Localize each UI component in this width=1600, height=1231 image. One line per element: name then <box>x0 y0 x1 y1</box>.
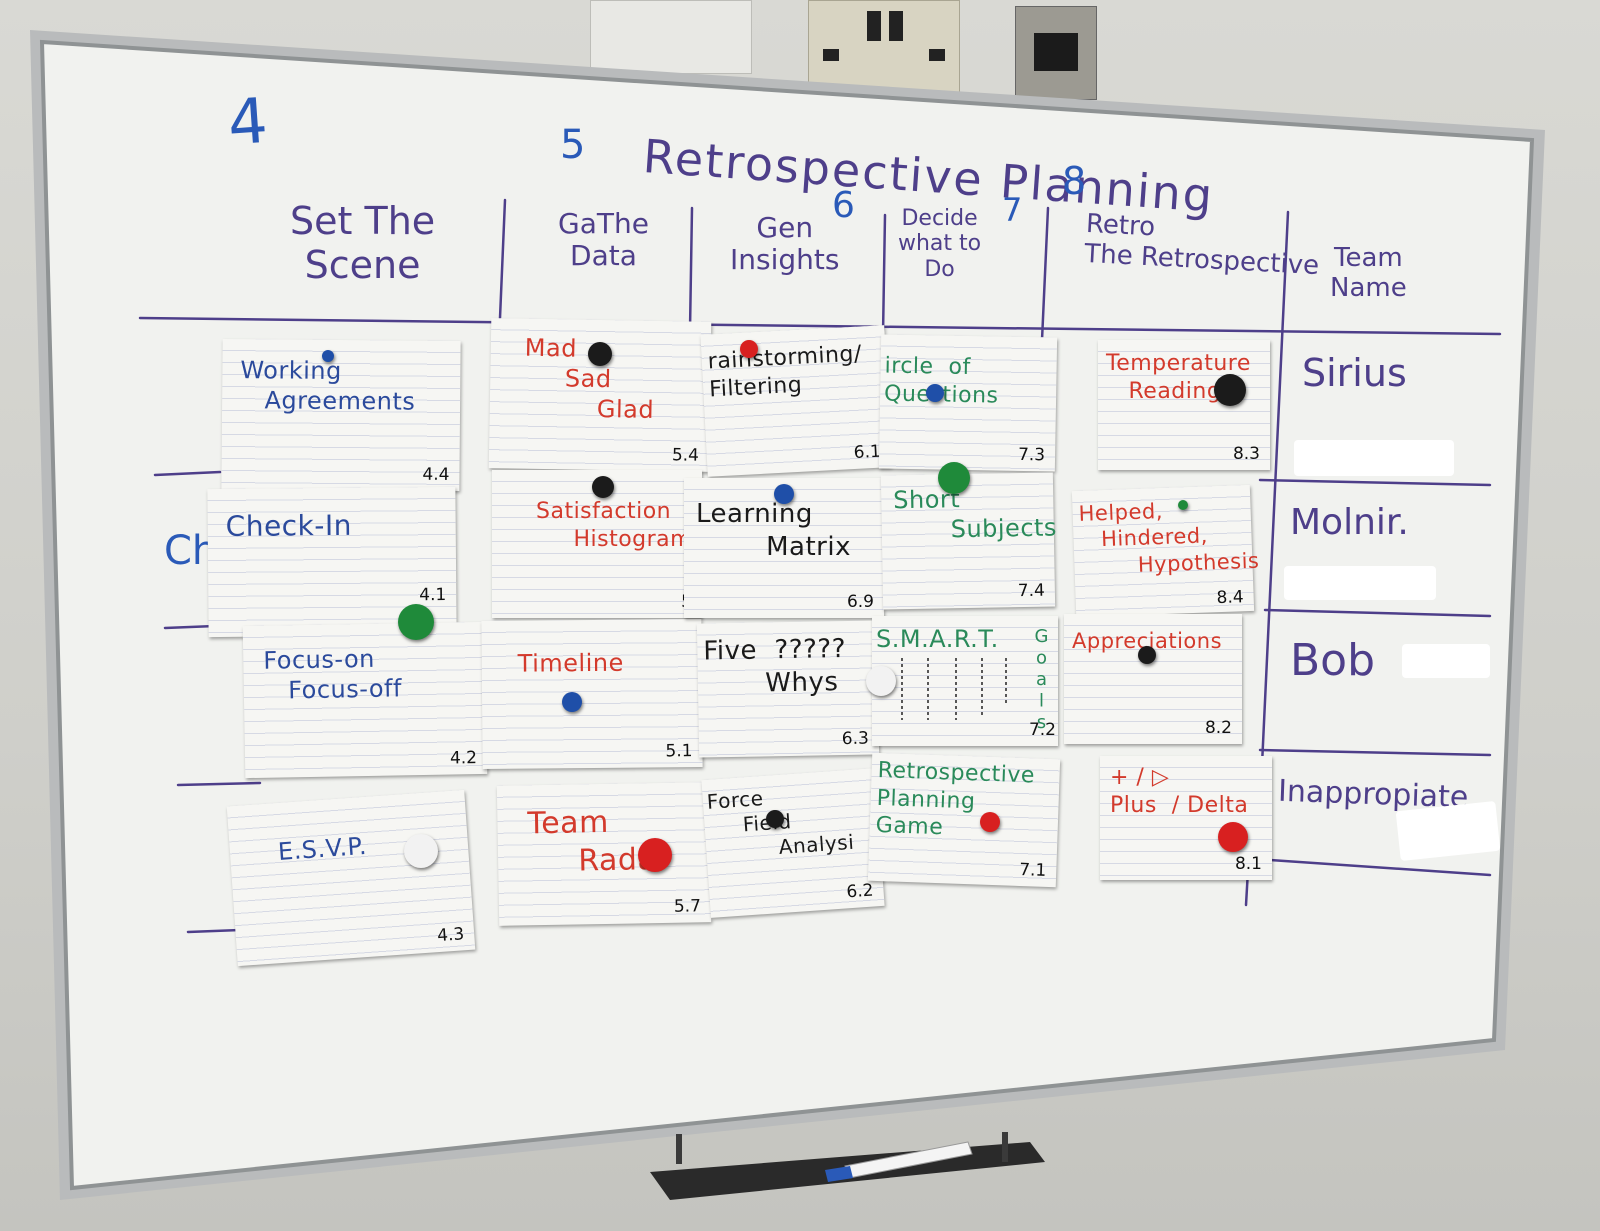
card-temperature-reading[interactable]: Temperature Reading 8.3 <box>1098 340 1270 470</box>
redaction-patch <box>1402 644 1490 678</box>
red-magnet[interactable] <box>1218 822 1248 852</box>
card-number: 8.1 <box>1234 854 1262 874</box>
team-name-bob: Bob <box>1290 635 1376 686</box>
red-magnet[interactable] <box>980 812 1000 832</box>
column-header-retro-the-retrospective: Retro The Retrospective <box>1083 208 1320 281</box>
card-brainstorming-filtering[interactable]: rainstorming/ Filtering 6.1 <box>700 325 892 477</box>
card-title: Temperature Reading <box>1106 351 1251 404</box>
card-number: 4.4 <box>422 464 450 485</box>
card-title: Working Agreements <box>240 356 416 416</box>
step-number-6: 6 <box>832 185 855 226</box>
card-circle-of-questions[interactable]: ircle of Questions 7.3 <box>878 334 1058 472</box>
white-magnet[interactable] <box>866 666 896 696</box>
card-title: Short Subjects <box>893 485 1058 545</box>
card-plus-delta[interactable]: + / ▷ Plus / Delta 8.1 <box>1100 756 1272 880</box>
white-magnet[interactable] <box>404 834 438 868</box>
card-number: 5.4 <box>671 445 700 466</box>
green-magnet[interactable] <box>398 604 434 640</box>
step-number-5: 5 <box>560 122 586 168</box>
card-team-radar[interactable]: Team Radar 5.7 <box>496 782 712 926</box>
column-header-gather-data: GaThe Data <box>558 207 649 273</box>
green-magnet[interactable] <box>1178 500 1188 510</box>
team-name-sirius: Sirius <box>1302 351 1407 395</box>
card-title: + / ▷ Plus / Delta <box>1110 765 1249 818</box>
step-number-7: 7 <box>1002 191 1023 229</box>
card-number: 6.1 <box>853 441 882 464</box>
card-short-subjects[interactable]: Short Subjects 7.4 <box>880 472 1058 610</box>
card-appreciations[interactable]: Appreciations 8.2 <box>1064 614 1242 744</box>
card-title: Five ????? Whys <box>703 633 847 699</box>
card-number: 5.1 <box>665 741 693 762</box>
card-focus-on-focus-off[interactable]: Focus-on Focus-off 4.2 <box>242 621 488 779</box>
card-force-field-analysis[interactable]: Force Field Analysi 6.2 <box>701 768 885 918</box>
black-magnet[interactable] <box>1214 374 1246 406</box>
card-title: E.S.V.P. <box>277 831 368 866</box>
red-magnet[interactable] <box>740 340 758 358</box>
card-number: 8.4 <box>1216 587 1245 609</box>
column-header-decide-what-to-do: Decide what to Do <box>898 206 982 282</box>
black-magnet[interactable] <box>1138 646 1156 664</box>
card-five-whys[interactable]: Five ????? Whys 6.3 <box>696 620 880 758</box>
blue-magnet[interactable] <box>322 350 334 362</box>
card-number: 4.2 <box>449 748 478 769</box>
redaction-patch <box>1294 440 1454 476</box>
card-title: Timeline <box>517 648 624 678</box>
card-title: Retrospective Planning Game <box>875 757 1036 841</box>
step-number-8: 8 <box>1062 159 1087 203</box>
wall-switch <box>1015 6 1097 100</box>
card-smart-goals[interactable]: S.M.A.R.T. Goals 7.2 <box>872 616 1058 746</box>
card-retrospective-planning-game[interactable]: Retrospective Planning Game 7.1 <box>867 752 1061 888</box>
power-socket <box>808 0 960 94</box>
card-title: S.M.A.R.T. <box>876 625 999 653</box>
card-number: 6.3 <box>841 728 870 750</box>
column-header-team-name: Team Name <box>1330 243 1407 303</box>
card-title: ircle of Questions <box>884 353 999 408</box>
card-number: 8.3 <box>1232 444 1260 464</box>
black-magnet[interactable] <box>766 810 784 828</box>
red-magnet[interactable] <box>638 838 672 872</box>
card-number: 6.9 <box>846 592 874 612</box>
card-title: Focus-on Focus-off <box>263 644 403 705</box>
smart-column-marks <box>901 658 1007 720</box>
card-number: 7.3 <box>1017 444 1046 466</box>
green-magnet[interactable] <box>938 462 970 494</box>
team-name-molnir: Molnir. <box>1290 502 1409 543</box>
blue-magnet[interactable] <box>774 484 794 504</box>
black-magnet[interactable] <box>588 342 612 366</box>
wall-plate <box>590 0 752 74</box>
column-header-set-the-scene: Set The Scene <box>290 199 436 287</box>
marker-tray <box>650 1132 1045 1200</box>
card-side-text: Goals <box>1031 626 1052 734</box>
card-number: 4.1 <box>419 585 447 606</box>
column-header-generate-insights: Gen Insights <box>730 211 840 277</box>
card-number: 6.2 <box>845 880 875 903</box>
redaction-patch <box>1284 566 1436 600</box>
card-title: Satisfaction Histogram <box>536 499 693 552</box>
card-title: Check-In <box>225 508 353 543</box>
card-title: Learning Matrix <box>696 499 851 562</box>
redaction-patch <box>1395 800 1501 862</box>
whiteboard-marker[interactable] <box>825 1141 973 1182</box>
card-number: 7.4 <box>1017 580 1046 602</box>
card-number: 5.7 <box>673 896 702 917</box>
blue-magnet[interactable] <box>562 692 582 712</box>
card-number: 7.1 <box>1018 859 1047 881</box>
card-title: rainstorming/ Filtering <box>707 341 863 403</box>
step-number-4: 4 <box>225 83 270 160</box>
card-number: 7.2 <box>1028 720 1056 740</box>
card-number: 4.3 <box>436 924 465 947</box>
card-esvp[interactable]: E.S.V.P. 4.3 <box>226 789 476 967</box>
card-number: 8.2 <box>1204 718 1232 738</box>
card-working-agreements[interactable]: Working Agreements 4.4 <box>221 338 461 492</box>
card-title: Helped, Hindered, Hypothesis <box>1078 498 1260 579</box>
black-magnet[interactable] <box>592 476 614 498</box>
card-timeline[interactable]: Timeline 5.1 <box>481 619 703 769</box>
blue-magnet[interactable] <box>926 384 944 402</box>
card-helped-hindered-hypothesis[interactable]: Helped, Hindered, Hypothesis 8.4 <box>1071 484 1260 618</box>
